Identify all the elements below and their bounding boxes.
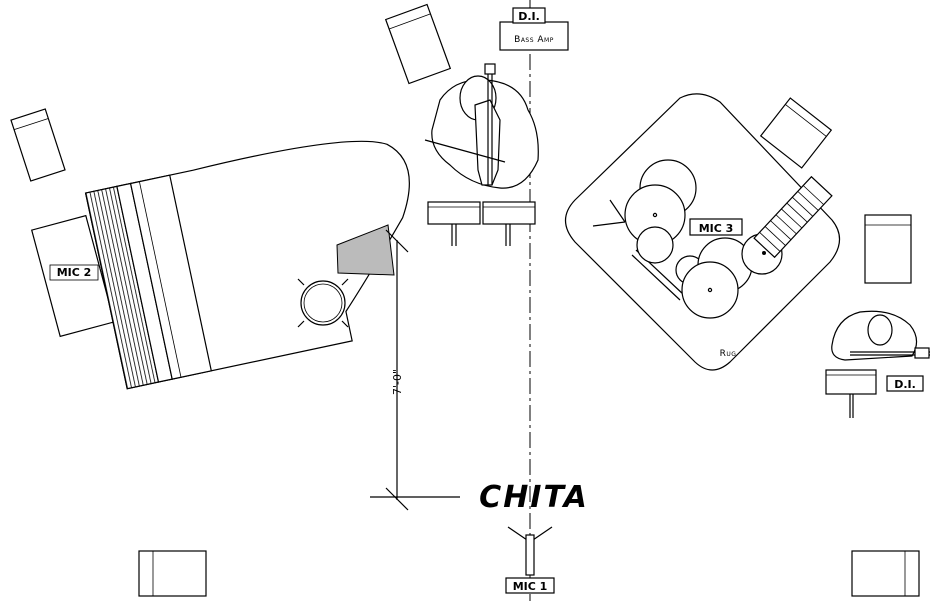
stool: [297, 278, 349, 328]
dimension-label: 7'-0": [391, 369, 404, 395]
mic3-label: MIC 3: [699, 222, 734, 235]
monitor-wedge-bottom-right: [851, 550, 920, 597]
mic2-label: MIC 2: [57, 266, 92, 279]
bass-di-label: D.I.: [518, 10, 540, 23]
bass-amp: D.I. Bass Amp: [499, 7, 569, 51]
guitar-di-label: D.I.: [894, 378, 916, 391]
dimension-line: 7'-0": [370, 229, 460, 511]
rug-label: Rug: [720, 349, 737, 359]
monitor-wedge-bottom-left: [138, 550, 207, 597]
mic1-box: [505, 577, 555, 594]
grand-piano: [84, 140, 410, 390]
monitor-wedge-drums: [759, 97, 833, 169]
guitar-player: [831, 310, 930, 361]
stage-title: CHITA: [479, 480, 589, 515]
monitor-wedge-right: [864, 214, 912, 284]
guitar-di-box: [886, 375, 924, 392]
bass-amp-label: Bass Amp: [514, 35, 554, 45]
monitor-wedge-piano: [30, 214, 116, 338]
drum-kit: [592, 159, 783, 319]
music-stand-1: [427, 201, 481, 246]
monitor-wedge-left-top: [10, 108, 66, 182]
guitar-stand: [825, 369, 877, 418]
drum-overhead: [753, 175, 833, 259]
mic3-box: [689, 218, 743, 236]
piano-bench: [336, 224, 395, 276]
mic1-label: MIC 1: [513, 580, 548, 593]
music-stand-2: [482, 201, 536, 246]
mic1-stand: [507, 526, 553, 576]
monitor-wedge-top: [384, 3, 452, 85]
bass-player: [424, 63, 539, 189]
